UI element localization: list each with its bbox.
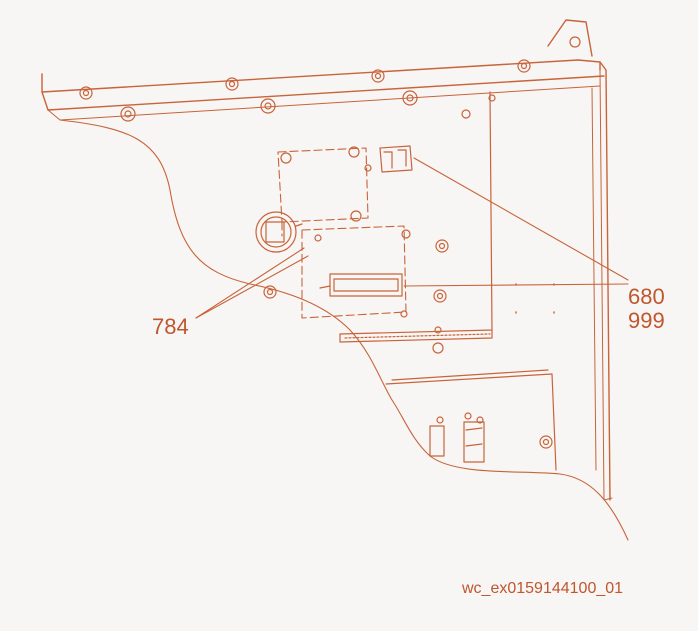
control-board — [301, 225, 407, 319]
leader-680-a — [413, 157, 629, 281]
wall-dots — [515, 283, 555, 314]
cutaway-curve — [59, 119, 629, 541]
leader-784-b — [195, 255, 309, 319]
lower-compartment — [385, 369, 557, 471]
leader-680-b — [403, 283, 629, 287]
board-terminals — [314, 229, 411, 318]
leader-784 — [195, 247, 305, 319]
callout-label-680: 680 — [628, 284, 665, 309]
round-component — [255, 211, 303, 253]
upper-bracket-screws — [280, 146, 362, 222]
callout-label-999: 999 — [628, 308, 665, 333]
board-connector — [319, 273, 403, 297]
upper-bracket — [277, 147, 369, 237]
leader-lines — [195, 157, 629, 319]
mounting-plate — [263, 91, 493, 354]
callout-label-784: 784 — [152, 314, 189, 339]
rail-screws — [79, 59, 531, 122]
small-relay — [364, 145, 413, 173]
cabinet-frame — [41, 19, 613, 501]
drawing-reference-code: wc_ex0159144100_01 — [462, 580, 624, 597]
